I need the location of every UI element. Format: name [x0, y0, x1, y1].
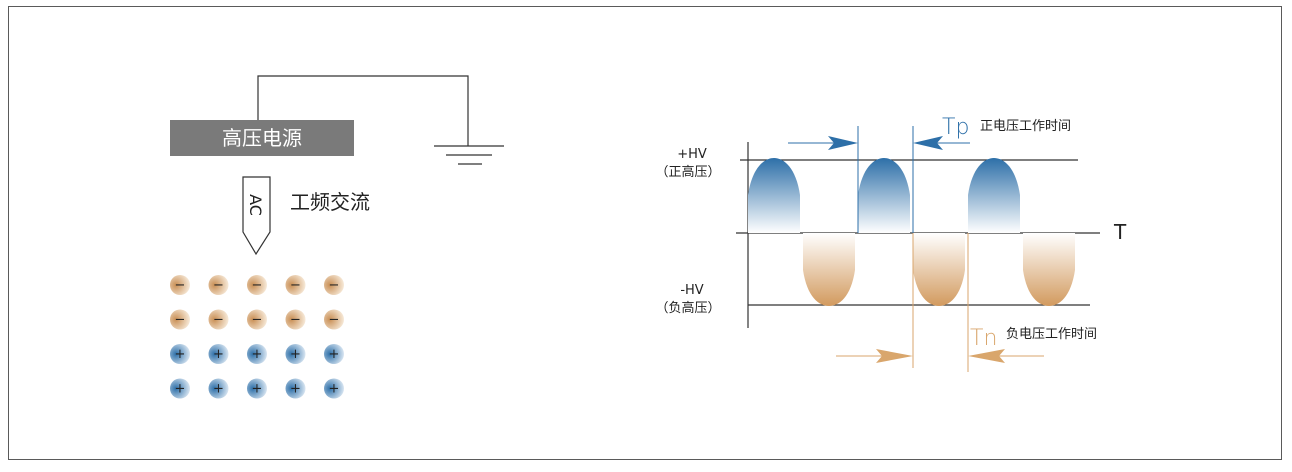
negative-ion-icon: −	[170, 275, 190, 295]
pos-hv-sublabel: （正高压）	[655, 164, 720, 180]
ac-probe	[242, 176, 271, 256]
negative-sign: −	[329, 278, 340, 293]
frequency-ac-label: 工频交流	[290, 190, 370, 214]
positive-ion-icon: +	[247, 344, 267, 364]
negative-sign: −	[252, 313, 263, 328]
negative-sign: −	[329, 313, 340, 328]
negative-ion-icon: −	[208, 275, 229, 295]
positive-ion-icon: +	[324, 378, 344, 399]
diagram-frame	[8, 6, 1282, 460]
ac-label: AC	[246, 194, 265, 216]
negative-ion-icon: −	[170, 309, 190, 330]
negative-ion-icon: −	[324, 275, 344, 295]
tn-arrowheads	[876, 349, 1005, 363]
negative-ion-icon: −	[285, 309, 306, 330]
negative-sign: −	[175, 313, 186, 328]
positive-sign: +	[175, 382, 186, 397]
ground-icon	[434, 145, 504, 165]
negative-ion-icon: −	[208, 309, 229, 330]
positive-ion-icon: +	[208, 344, 229, 364]
tn-description: 负电压工作时间	[1006, 327, 1097, 342]
tp-arrowheads	[828, 136, 943, 150]
neg-hv-sublabel: （负高压）	[655, 300, 720, 316]
time-axis-label: T	[1113, 220, 1127, 244]
negative-ion-icon: −	[324, 309, 344, 330]
positive-ion-icon: +	[170, 378, 190, 399]
positive-ion-icon: +	[324, 344, 344, 364]
pos-hv-label: +HV	[677, 147, 707, 162]
power-supply-box	[170, 120, 354, 156]
negative-half-waves	[803, 233, 1075, 306]
tp-description: 正电压工作时间	[980, 119, 1071, 134]
positive-ion-icon: +	[285, 344, 306, 364]
negative-sign: −	[175, 278, 186, 293]
neg-hv-label: -HV	[680, 283, 703, 298]
ion-grid: − − − − − − − − − − + + + + + + + + + +	[170, 275, 344, 399]
positive-ion-icon: +	[247, 378, 267, 399]
positive-sign: +	[252, 347, 263, 362]
positive-sign: +	[329, 347, 340, 362]
positive-ion-icon: +	[208, 378, 229, 399]
positive-sign: +	[175, 347, 186, 362]
negative-sign: −	[290, 313, 301, 328]
ground-wire	[257, 75, 469, 146]
negative-sign: −	[252, 278, 263, 293]
negative-sign: −	[213, 278, 224, 293]
tp-symbol: Tp	[942, 115, 969, 140]
negative-sign: −	[213, 313, 224, 328]
positive-sign: +	[252, 382, 263, 397]
negative-ion-icon: −	[285, 275, 306, 295]
positive-sign: +	[213, 382, 224, 397]
positive-ion-icon: +	[170, 344, 190, 364]
positive-sign: +	[290, 347, 301, 362]
positive-sign: +	[213, 347, 224, 362]
power-supply-label: 高压电源	[222, 126, 302, 150]
tn-symbol: Tn	[970, 326, 997, 351]
negative-ion-icon: −	[247, 309, 267, 330]
positive-sign: +	[329, 382, 340, 397]
positive-ion-icon: +	[285, 378, 306, 399]
negative-sign: −	[290, 278, 301, 293]
positive-half-waves	[748, 158, 1020, 233]
positive-sign: +	[290, 382, 301, 397]
negative-ion-icon: −	[247, 275, 267, 295]
